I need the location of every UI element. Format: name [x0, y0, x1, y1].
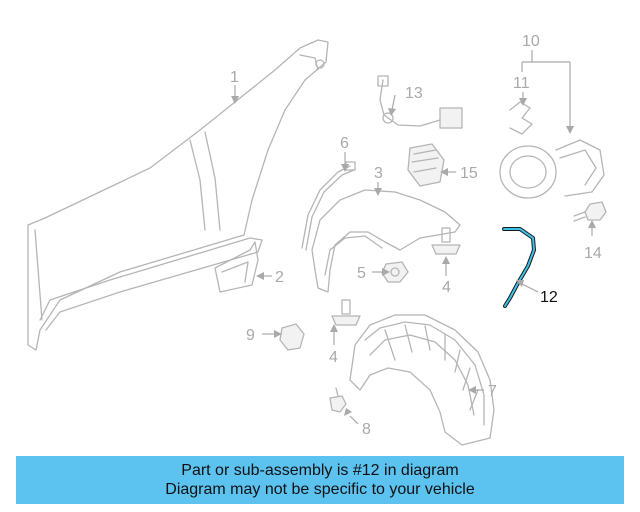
- callout-15: 15: [460, 165, 478, 182]
- part-10-fuel-door: [499, 139, 605, 199]
- banner-line-1: Part or sub-assembly is #12 in diagram: [181, 462, 459, 479]
- part-11-badge: [509, 101, 533, 135]
- part-13-harness: [377, 75, 463, 129]
- callout-4-upper: 4: [442, 279, 451, 296]
- callout-12: 12: [540, 289, 558, 306]
- leader-lines: [231, 50, 596, 425]
- callout-10: 10: [522, 33, 540, 50]
- callout-7: 7: [488, 383, 497, 400]
- part-8-screw: [329, 387, 347, 413]
- callout-8: 8: [362, 421, 371, 438]
- callout-3: 3: [374, 165, 383, 182]
- callout-6: 6: [340, 135, 349, 152]
- callout-11: 11: [513, 75, 530, 92]
- callout-4-lower: 4: [329, 349, 338, 366]
- part-9-grommet: [279, 323, 305, 351]
- parts-diagram: 1 2 3 4 4 5 6 7 8 9 10 11 12 13 14 15: [27, 33, 607, 446]
- part-12-highlighted: [502, 227, 536, 308]
- part-6-molding: [301, 161, 356, 251]
- callout-13: 13: [405, 85, 423, 102]
- callout-1: 1: [230, 69, 239, 86]
- part-1-body-side-panel: [27, 39, 329, 351]
- part-15-module: [407, 143, 445, 187]
- callout-14: 14: [584, 245, 602, 262]
- callout-2: 2: [275, 269, 284, 286]
- part-7-fender-liner: [349, 314, 495, 446]
- part-4-clip-upper: [431, 227, 461, 255]
- info-banner: Part or sub-assembly is #12 in diagram D…: [16, 456, 624, 504]
- part-3-fender: [311, 189, 461, 293]
- part-2-bracket: [214, 241, 259, 293]
- part-14-bolt: [573, 201, 607, 222]
- callout-5: 5: [357, 265, 366, 282]
- callout-9: 9: [246, 327, 255, 344]
- banner-line-2: Diagram may not be specific to your vehi…: [165, 481, 475, 498]
- part-4-clip-lower: [331, 299, 361, 326]
